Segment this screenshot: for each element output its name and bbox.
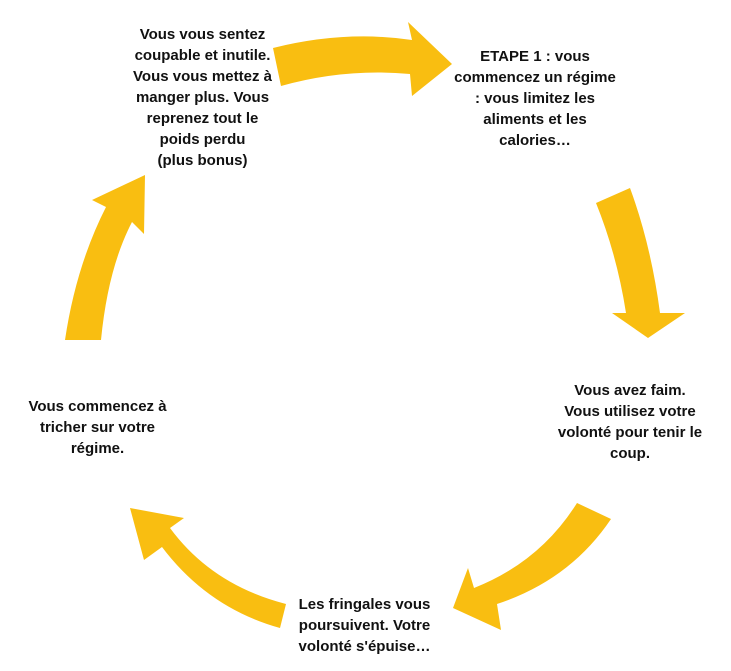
cycle-step-2: Vous avez faim. Vous utilisez votre volo… (557, 382, 703, 462)
cycle-step-1: ETAPE 1 : vous commencez un régime : vou… (454, 48, 616, 149)
cycle-step-5: Vous vous sentez coupable et inutile. Vo… (133, 26, 272, 169)
cycle-step-3: Les fringales vous poursuivent. Votre vo… (298, 596, 431, 655)
arrow-step1-to-step2 (596, 188, 685, 338)
arrow-step2-to-step3 (453, 503, 611, 630)
arrow-step3-to-step4 (130, 508, 286, 628)
arrow-step5-to-step1 (273, 22, 452, 96)
cycle-step-4: Vous commencez à tricher sur votre régim… (28, 398, 167, 457)
arrow-step4-to-step5 (65, 175, 145, 340)
